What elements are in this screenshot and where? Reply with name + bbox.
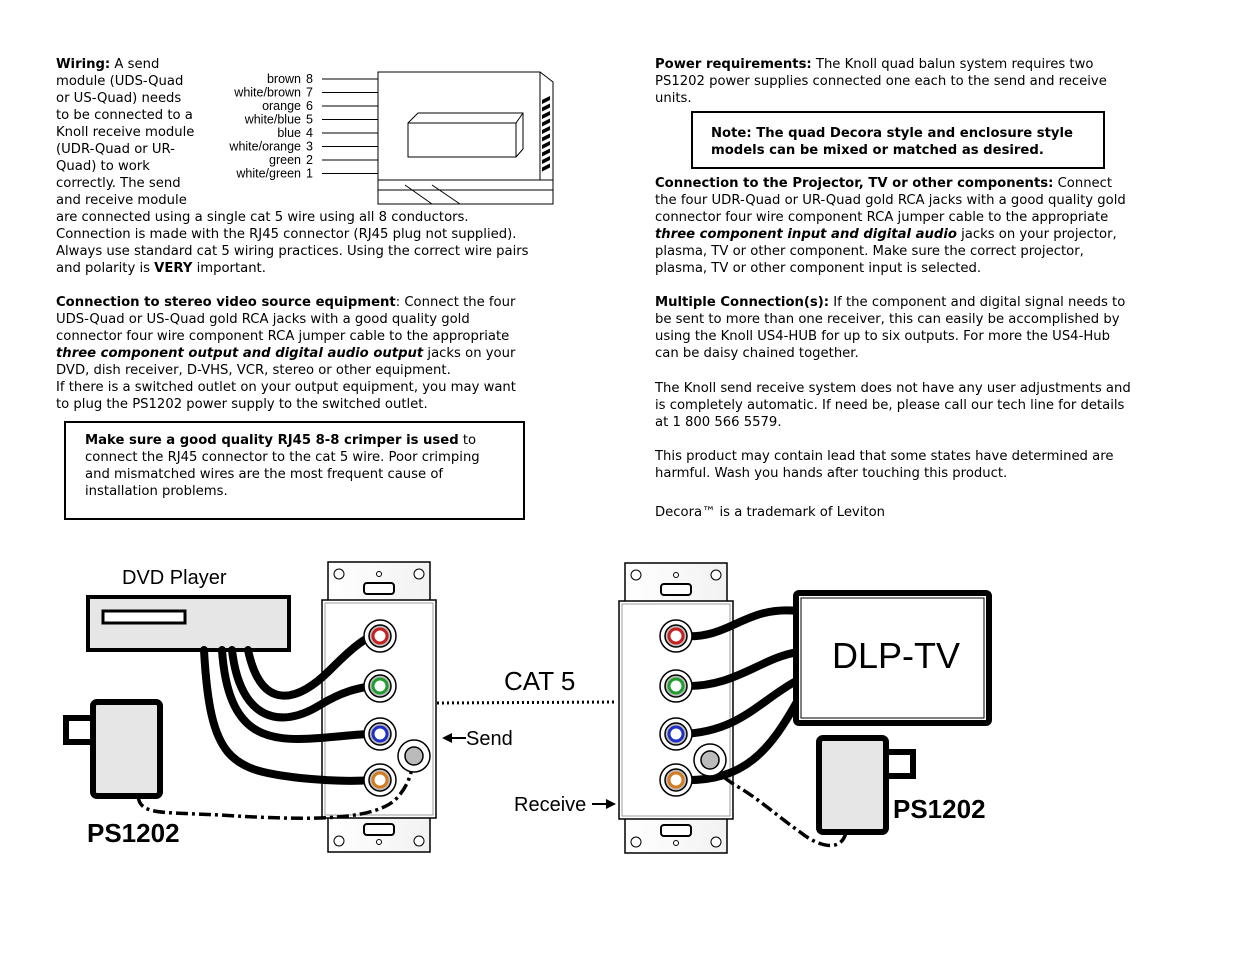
dvd-label: DVD Player <box>122 567 227 589</box>
mix-note-box: Note: The quad Decora style and enclosur… <box>691 111 1105 169</box>
component-cables-send <box>200 632 376 785</box>
auto-section: The Knoll send receive system does not h… <box>655 381 1131 430</box>
mix-note-line: Note: The quad Decora style and enclosur… <box>711 126 1073 141</box>
cat5-cable <box>436 700 618 705</box>
dlp-tv-label: DLP-TV <box>832 635 960 676</box>
digital-audio-jack-center <box>404 746 424 766</box>
wiring-line: Knoll receive module <box>56 125 195 140</box>
rca-jack-center <box>371 677 389 695</box>
wiring-line: Quad) to work <box>56 159 150 174</box>
receive-rca-jacks <box>659 619 727 797</box>
send-wall-plate <box>321 561 437 853</box>
emphasis: three component output and digital audio… <box>56 346 424 361</box>
stereo-heading: Connection to stereo video source equipm… <box>56 295 396 310</box>
wiring-line: A send <box>114 57 160 72</box>
trademark-note: Decora™ is a trademark of Leviton <box>655 505 886 520</box>
power-cord-left <box>136 755 416 821</box>
wiring-line: (UDR-Quad or UR- <box>56 142 175 157</box>
digital-audio-jack-center <box>700 750 720 770</box>
rca-jack-center <box>371 725 389 743</box>
wiring-line: correctly. The send <box>56 176 181 191</box>
dvd-player <box>86 595 291 652</box>
crimp-note-box: Make sure a good quality RJ45 8-8 crimpe… <box>64 421 525 520</box>
wiring-heading: Wiring: <box>56 57 111 72</box>
emphasis: VERY <box>154 261 193 276</box>
rca-jack-center <box>667 725 685 743</box>
power-supply-left <box>63 699 163 799</box>
send-label: Send <box>466 728 513 750</box>
rca-jack-center <box>371 771 389 789</box>
component-cables-receive <box>678 606 802 785</box>
power-cord-right <box>708 759 848 848</box>
send-arrow <box>442 733 466 743</box>
ps1202-right-label: PS1202 <box>893 794 986 824</box>
wiring-line: Connection is made with the RJ45 connect… <box>56 227 517 242</box>
wiring-section: Wiring: A send module (UDS-Quad or US-Qu… <box>56 56 566 277</box>
receive-arrow <box>592 799 616 809</box>
wiring-line: are connected using a single cat 5 wire … <box>56 210 469 225</box>
rca-jack-center <box>667 627 685 645</box>
rca-jack-center <box>667 677 685 695</box>
ps1202-left-label: PS1202 <box>87 818 180 848</box>
wiring-line: module (UDS-Quad <box>56 74 184 89</box>
wiring-line: and receive module <box>56 193 187 208</box>
power-supply-right <box>816 735 916 835</box>
rca-jack-center <box>371 627 389 645</box>
wiring-line: Always use standard cat 5 wiring practic… <box>56 244 529 259</box>
lead-warning: This product may contain lead that some … <box>655 449 1114 481</box>
mix-note-line: models can be mixed or matched as desire… <box>711 143 1044 158</box>
send-rca-jacks <box>363 619 431 797</box>
cat5-label: CAT 5 <box>504 666 575 696</box>
power-heading: Power requirements: <box>655 57 812 72</box>
wiring-line: or US-Quad) needs <box>56 91 182 106</box>
projector-heading: Connection to the Projector, TV or other… <box>655 176 1054 191</box>
stereo-section: Connection to stereo video source equipm… <box>56 295 516 412</box>
projector-section: Connection to the Projector, TV or other… <box>655 176 1126 276</box>
receive-wall-plate <box>618 562 734 854</box>
power-section: Power requirements: The Knoll quad balun… <box>655 57 1107 106</box>
wiring-line: to be connected to a <box>56 108 193 123</box>
multiple-heading: Multiple Connection(s): <box>655 295 830 310</box>
rca-jack-center <box>667 771 685 789</box>
receive-label: Receive <box>514 794 586 816</box>
multiple-section: Multiple Connection(s): If the component… <box>655 295 1126 361</box>
emphasis: three component input and digital audio <box>655 227 957 242</box>
dlp-tv <box>793 590 992 726</box>
crimp-note-heading: Make sure a good quality RJ45 8-8 crimpe… <box>85 433 459 448</box>
